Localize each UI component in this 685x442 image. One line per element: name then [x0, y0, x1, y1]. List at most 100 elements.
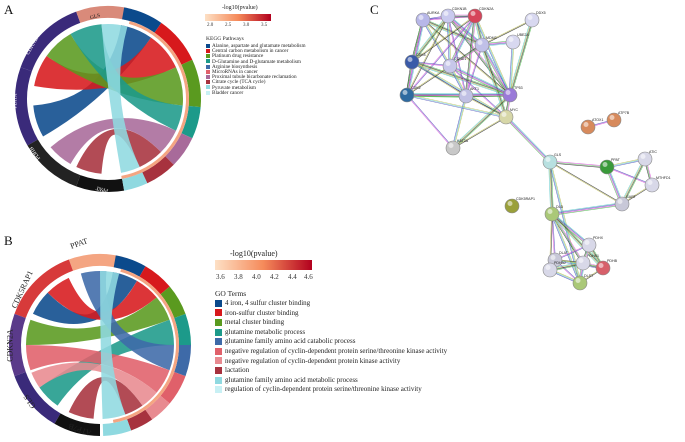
network-node[interactable]: PPAT: [599, 158, 621, 175]
network-node-circle[interactable]: [580, 119, 596, 135]
chord-b-term-arc: [145, 395, 170, 420]
network-node[interactable]: CDK4: [404, 53, 426, 70]
chord-b-term-arc: [174, 313, 191, 345]
network-node-circle[interactable]: [644, 177, 660, 193]
network-node[interactable]: CDK2: [399, 86, 421, 103]
network-edge: [411, 15, 448, 62]
legend-b-swatch: [215, 376, 222, 384]
network-edge: [453, 95, 512, 150]
network-node-circle[interactable]: [542, 154, 558, 170]
network-node-highlight: [508, 37, 514, 42]
network-node[interactable]: PDHA1: [575, 254, 599, 271]
network-node-circle[interactable]: [458, 88, 474, 104]
network-node-label: ATP7B: [618, 111, 630, 115]
network-node[interactable]: ATIC: [637, 150, 657, 167]
network-edge: [509, 19, 532, 95]
network-node-circle[interactable]: [504, 198, 520, 214]
network-node-circle[interactable]: [498, 109, 514, 125]
network-node[interactable]: KAT2A: [445, 139, 469, 156]
network-node[interactable]: PDHA2: [542, 261, 566, 278]
network-node[interactable]: UBE2A: [505, 33, 529, 50]
legend-b-item: lactation: [215, 366, 249, 374]
network-node[interactable]: ATOX1: [580, 118, 603, 135]
network-edge: [449, 66, 510, 97]
chord-a-term-arc: [154, 22, 193, 65]
legend-b-item: regulation of cyclin-dependent protein s…: [215, 385, 422, 393]
network-node-label: DLAT: [559, 251, 569, 255]
network-node-circle[interactable]: [467, 8, 483, 24]
network-node-circle[interactable]: [595, 260, 611, 276]
network-edge: [552, 204, 623, 215]
legend-b-item: negative regulation of cyclin-dependent …: [215, 347, 447, 355]
chord-a-ribbon: [34, 37, 176, 90]
network-node-circle[interactable]: [599, 159, 615, 175]
network-node-circle[interactable]: [544, 206, 560, 222]
network-node[interactable]: MDM2: [474, 36, 497, 53]
network-node-circle[interactable]: [581, 237, 597, 253]
network-node[interactable]: DDX5: [524, 11, 546, 28]
network-node[interactable]: TP53: [502, 86, 523, 103]
network-node-circle[interactable]: [445, 140, 461, 156]
network-node[interactable]: ATP7B: [606, 111, 630, 128]
chord-b-gene-arc: [8, 313, 26, 377]
network-node-circle[interactable]: [440, 8, 456, 24]
network-edge: [453, 95, 511, 149]
network-node[interactable]: AURKA: [415, 11, 440, 28]
chord-a-ribbon: [76, 128, 162, 174]
scale-a-bar: [205, 14, 271, 21]
network-node-circle[interactable]: [474, 37, 490, 53]
network-node-label: AKT1: [470, 87, 479, 91]
network-node[interactable]: GART: [614, 195, 637, 212]
network-node-label: CDK5RAP1: [516, 197, 535, 201]
legend-a-item: Citrate cycle (TCA cycle): [206, 79, 265, 85]
legend-a-swatch: [206, 80, 210, 85]
network-node-circle[interactable]: [575, 255, 591, 271]
network-edge: [466, 45, 483, 97]
chord-b-ribbon: [31, 362, 157, 406]
legend-b-label: glutamine family amino acid metabolic pr…: [225, 375, 358, 384]
network-node[interactable]: PDHB: [595, 259, 618, 276]
network-edge: [406, 94, 507, 118]
network-node[interactable]: DLD: [544, 205, 564, 222]
network-edge: [622, 159, 647, 205]
scale-a-title: -log10(pvalue): [222, 5, 258, 11]
network-edge: [549, 162, 622, 205]
network-node[interactable]: GLS: [542, 153, 562, 170]
network-node-circle[interactable]: [572, 275, 588, 291]
network-edge: [482, 44, 512, 95]
network-node-circle[interactable]: [502, 87, 518, 103]
network-node-highlight: [583, 122, 589, 127]
network-edge: [551, 202, 622, 213]
network-node-circle[interactable]: [606, 112, 622, 128]
network-node[interactable]: CCND1: [442, 57, 466, 74]
legend-b-swatch: [215, 319, 222, 327]
network-node-highlight: [470, 11, 476, 16]
network-node[interactable]: MTHFD1: [644, 176, 671, 193]
network-node-circle[interactable]: [637, 151, 653, 167]
network-node-highlight: [402, 90, 408, 95]
network-edge: [411, 62, 510, 96]
network-node-circle[interactable]: [442, 58, 458, 74]
network-node-circle[interactable]: [399, 87, 415, 103]
network-node-circle[interactable]: [542, 262, 558, 278]
network-node-circle[interactable]: [415, 12, 431, 28]
network-node-label: TP53: [514, 86, 523, 90]
network-edge: [449, 15, 475, 66]
network-node-highlight: [443, 11, 449, 16]
network-edge: [448, 14, 484, 45]
network-node-circle[interactable]: [524, 12, 540, 28]
legend-a-swatch: [206, 54, 210, 59]
network-node[interactable]: PDHX: [581, 236, 604, 253]
network-edge: [506, 115, 552, 162]
network-node[interactable]: CDKN2A: [467, 7, 494, 24]
network-node[interactable]: MYC: [498, 108, 518, 125]
network-node[interactable]: DLST: [572, 274, 594, 291]
network-node-circle[interactable]: [614, 196, 630, 212]
network-node-highlight: [584, 240, 590, 245]
network-node[interactable]: CDK5RAP1: [504, 197, 535, 214]
network-node-circle[interactable]: [505, 34, 521, 50]
network-node[interactable]: CDKN1B: [440, 7, 467, 24]
network-node-circle[interactable]: [404, 54, 420, 70]
network-node[interactable]: AKT1: [458, 87, 479, 104]
network-edge: [552, 213, 582, 283]
